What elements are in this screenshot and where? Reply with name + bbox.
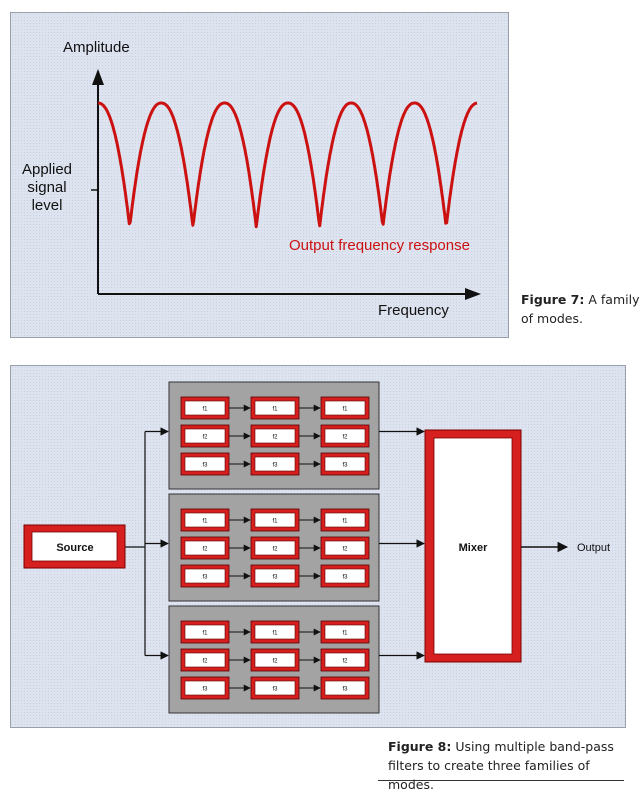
- y-axis-label: Amplitude: [63, 39, 130, 56]
- figure7-caption-line: A family: [588, 292, 640, 307]
- filter-cell-inner: [254, 512, 296, 528]
- filter-label: f1: [342, 631, 348, 637]
- level-label-line: level: [31, 197, 63, 214]
- filter-cell-inner: [254, 680, 296, 696]
- filter-cell-inner: [254, 540, 296, 556]
- level-label-line: Applied: [21, 161, 73, 178]
- filter-label: f2: [342, 435, 348, 441]
- curve-label: Output frequency response: [289, 237, 470, 254]
- filter-label: f2: [202, 547, 208, 553]
- filter-cell-inner: [254, 428, 296, 444]
- filter-cell-inner: [324, 512, 366, 528]
- filter-cell-inner: [184, 400, 226, 416]
- caption-rule: [378, 780, 624, 781]
- figure7-caption-line: of modes.: [521, 311, 583, 326]
- filter-cell-inner: [184, 568, 226, 584]
- figure7-caption-prefix: Figure 7:: [521, 292, 585, 307]
- filter-label: f3: [202, 575, 208, 581]
- filter-label: f3: [272, 575, 278, 581]
- filter-cell-inner: [324, 428, 366, 444]
- filter-label: f2: [202, 659, 208, 665]
- filter-cell-inner: [324, 540, 366, 556]
- filter-label: f2: [342, 547, 348, 553]
- filter-label: f1: [272, 631, 278, 637]
- figure8-caption-line: filters to create three families of mode…: [388, 758, 590, 792]
- applied-signal-level-label: Applied signal level: [19, 161, 75, 215]
- filter-label: f1: [202, 407, 208, 413]
- filter-label: f1: [202, 519, 208, 525]
- x-axis-arrow: [465, 288, 481, 300]
- filter-cell-inner: [254, 652, 296, 668]
- mixer-block-inner: [433, 437, 513, 655]
- filter-label: f2: [342, 659, 348, 665]
- filter-label: f3: [272, 463, 278, 469]
- filter-label: f3: [202, 687, 208, 693]
- filter-label: f3: [342, 463, 348, 469]
- filter-cell-inner: [324, 456, 366, 472]
- figure8-caption-line: Using multiple band-pass: [455, 739, 614, 754]
- filter-cell-inner: [254, 568, 296, 584]
- filter-cell-inner: [184, 428, 226, 444]
- filter-cell-inner: [324, 680, 366, 696]
- filter-cell-inner: [324, 400, 366, 416]
- filter-cell-inner: [324, 624, 366, 640]
- level-label-line: signal: [27, 179, 67, 196]
- filter-label: f1: [342, 407, 348, 413]
- figure7-panel: Amplitude Frequency Applied signal level…: [10, 12, 509, 338]
- x-axis-label: Frequency: [378, 302, 449, 319]
- filter-label: f3: [342, 575, 348, 581]
- y-axis-arrow: [92, 69, 104, 85]
- source-label: Source: [56, 542, 93, 554]
- filter-cell-inner: [254, 624, 296, 640]
- filter-label: f1: [272, 519, 278, 525]
- filter-label: f3: [202, 463, 208, 469]
- filter-label: f2: [202, 435, 208, 441]
- filter-cell-inner: [254, 456, 296, 472]
- filter-label: f1: [342, 519, 348, 525]
- filter-label: f2: [272, 435, 278, 441]
- filter-cell-inner: [184, 456, 226, 472]
- source-block-inner: [31, 531, 118, 562]
- band-pass-filter-diagram: f1 f1 f1 f2 f2 f2 f3 f3 f3 f1 f1 f1 f2 f2 f2 f3 f3 f3 f1 f1…: [23, 381, 610, 714]
- filter-cell-inner: [184, 624, 226, 640]
- output-frequency-response-curve: [97, 101, 478, 229]
- filter-label: f2: [272, 547, 278, 553]
- filter-cell-inner: [184, 540, 226, 556]
- filter-cell-inner: [324, 568, 366, 584]
- figure8-panel: f1 f1 f1 f2 f2 f2 f3 f3 f3 f1 f1 f1 f2 f2 f2 f3 f3 f3 f1 f1…: [10, 365, 626, 728]
- filter-label: f1: [272, 407, 278, 413]
- filter-label: f3: [342, 687, 348, 693]
- figure8-caption-prefix: Figure 8:: [388, 739, 452, 754]
- filter-label: f1: [202, 631, 208, 637]
- filter-cell-inner: [184, 512, 226, 528]
- filter-label: f3: [272, 687, 278, 693]
- frequency-response-plot: [91, 69, 481, 300]
- filter-cell-inner: [254, 400, 296, 416]
- filter-label: f2: [272, 659, 278, 665]
- filter-cell-inner: [324, 652, 366, 668]
- figure7-caption: Figure 7: A family of modes.: [521, 290, 641, 328]
- output-label: Output: [577, 542, 610, 554]
- filter-cell-inner: [184, 652, 226, 668]
- mixer-label: Mixer: [459, 542, 488, 554]
- figure8-caption: Figure 8: Using multiple band-pass filte…: [388, 737, 638, 794]
- filter-cell-inner: [184, 680, 226, 696]
